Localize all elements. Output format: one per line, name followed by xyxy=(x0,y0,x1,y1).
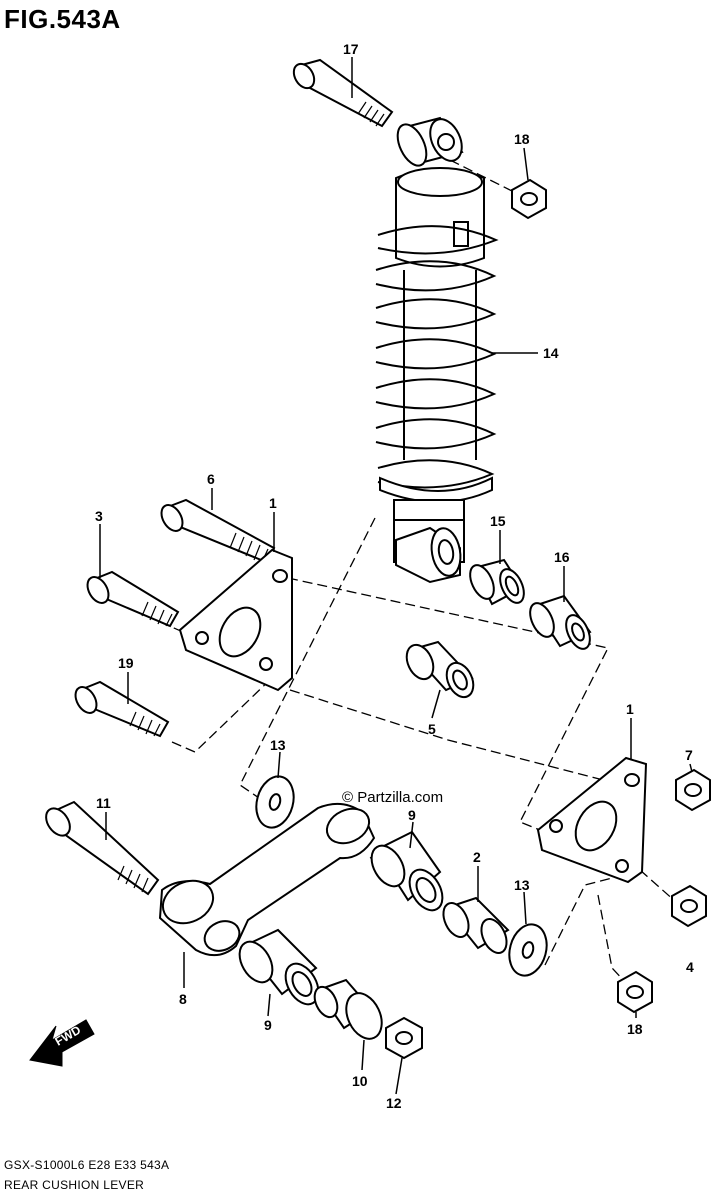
callout-11: 11 xyxy=(96,795,111,811)
part-8-cushion-lever xyxy=(158,802,376,957)
part-11-long-bolt xyxy=(45,800,160,896)
callout-4: 4 xyxy=(686,959,694,975)
part-16-spacer xyxy=(529,594,592,650)
callout-1: 1 xyxy=(626,701,634,717)
part-15-bearing xyxy=(469,558,525,606)
diagram-name: REAR CUSHION LEVER xyxy=(4,1178,145,1192)
part-10-collar xyxy=(313,978,383,1040)
callout-10: 10 xyxy=(352,1073,368,1089)
part-1-plate-left xyxy=(178,548,293,692)
callout-17: 17 xyxy=(343,41,359,57)
part-18-nut-lower xyxy=(617,970,653,1014)
leader-lines xyxy=(99,57,693,1095)
callout-3: 3 xyxy=(95,508,103,524)
callout-9: 9 xyxy=(408,807,416,823)
watermark: © Partzilla.com xyxy=(342,789,443,806)
part-1-plate-right xyxy=(536,756,648,884)
part-13-washer-lower xyxy=(508,923,548,977)
callout-7: 7 xyxy=(685,747,693,763)
part-2-spacer xyxy=(442,896,510,954)
callout-16: 16 xyxy=(554,549,570,565)
figure-title: FIG.543A xyxy=(4,4,121,34)
part-12-nut xyxy=(385,1016,423,1060)
callout-18: 18 xyxy=(514,131,530,147)
part-13-washer-upper xyxy=(255,775,295,829)
callout-14: 14 xyxy=(543,345,559,361)
part-4-nut xyxy=(671,884,707,928)
part-19-bolt xyxy=(74,680,170,738)
part-7-nut xyxy=(675,768,711,812)
callout-labels: 17 18 14 6 1 3 15 16 19 5 1 7 13 11 9 2 … xyxy=(95,41,694,1111)
callout-15: 15 xyxy=(490,513,506,529)
callout-13: 13 xyxy=(514,877,530,893)
callout-12: 12 xyxy=(386,1095,402,1111)
part-5-spacer xyxy=(405,640,475,699)
part-17-upper-bolt xyxy=(292,58,394,128)
callout-19: 19 xyxy=(118,655,134,671)
callout-18: 18 xyxy=(627,1021,643,1037)
callout-6: 6 xyxy=(207,471,215,487)
part-14-shock-absorber xyxy=(375,116,499,584)
callout-2: 2 xyxy=(473,849,481,865)
fwd-direction-arrow: FWD xyxy=(29,1019,95,1067)
part-9-bearing-lower xyxy=(238,928,320,1006)
part-18-nut-top xyxy=(511,178,547,220)
callout-5: 5 xyxy=(428,721,436,737)
callout-9: 9 xyxy=(264,1017,272,1033)
callout-1: 1 xyxy=(269,495,277,511)
part-6-bolt xyxy=(160,498,276,564)
part-3-bolt xyxy=(86,570,180,628)
part-9-bearing-upper xyxy=(370,830,444,912)
callout-8: 8 xyxy=(179,991,187,1007)
callout-13: 13 xyxy=(270,737,286,753)
diagram-code: GSX-S1000L6 E28 E33 543A xyxy=(4,1158,170,1172)
